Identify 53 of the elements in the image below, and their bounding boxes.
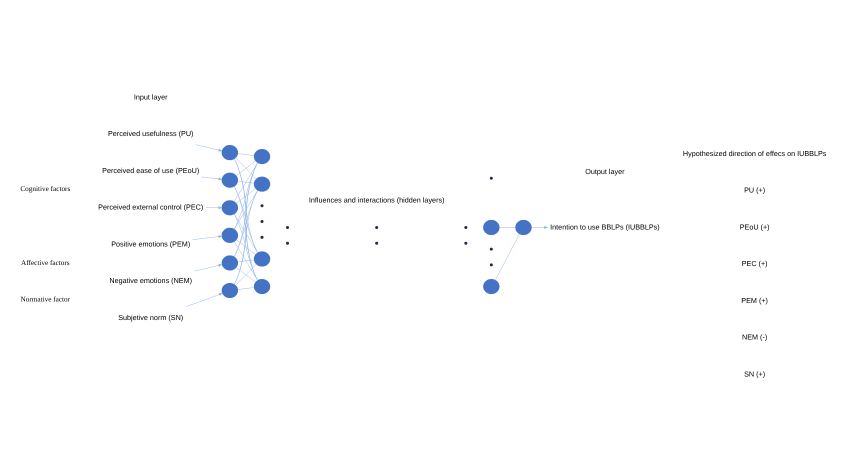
label: NEM (-) (742, 332, 768, 342)
arrow (186, 293, 223, 307)
label: PEC (+) (742, 259, 768, 268)
connector (238, 260, 254, 262)
label: PU (+) (744, 186, 766, 195)
connector (234, 162, 258, 230)
node-text: Intention to use BBLPs (IUBBLPs) (550, 222, 660, 232)
node-circle (254, 176, 270, 192)
node-circle (483, 279, 500, 294)
arrow (194, 264, 222, 272)
connector (234, 190, 258, 230)
node-text: Negative emotions (NEM) (109, 276, 192, 286)
connector (234, 241, 258, 281)
node-circle (254, 149, 270, 164)
label: Input layer (134, 92, 168, 102)
label: Output layer (585, 167, 625, 176)
node-circle (483, 220, 500, 236)
node-circle (222, 228, 238, 243)
node-circle (222, 200, 238, 216)
arrow (192, 235, 222, 240)
arrow (196, 144, 222, 152)
connector (235, 264, 257, 286)
connector (234, 214, 258, 280)
node-text: Perceived ease of use (PEoU) (102, 166, 200, 175)
label: PEoU (+) (740, 222, 770, 232)
connector (234, 214, 258, 254)
arrow (202, 176, 222, 180)
node-text: Positive emotions (PEM) (111, 239, 190, 248)
node-text: Subjetive norm (SN) (118, 312, 184, 322)
node-circle (515, 220, 532, 236)
node-circle (222, 255, 238, 270)
node-circle (222, 172, 238, 188)
arrow (205, 206, 222, 210)
connector (238, 180, 254, 184)
label: PEM (+) (741, 296, 768, 305)
node-circle (254, 251, 270, 267)
node-circle (222, 145, 238, 160)
connector (236, 188, 256, 204)
arrow (531, 226, 548, 229)
connector (238, 153, 254, 156)
connector (495, 234, 520, 280)
node-text: Perceived external control (PEC) (98, 202, 204, 212)
connector (236, 267, 256, 282)
node-text: Perceived usefulness (PU) (108, 129, 194, 138)
node-circle (254, 279, 270, 294)
connector (236, 239, 256, 255)
label: SN (+) (744, 369, 766, 378)
connector (234, 162, 258, 202)
connector (238, 287, 254, 290)
label: Hypothesized direction of effecs on IUBBLPs (682, 148, 826, 158)
node-circle (222, 282, 238, 298)
connector (499, 227, 516, 228)
label: Influences and interactions (hidden layers) (308, 195, 444, 204)
